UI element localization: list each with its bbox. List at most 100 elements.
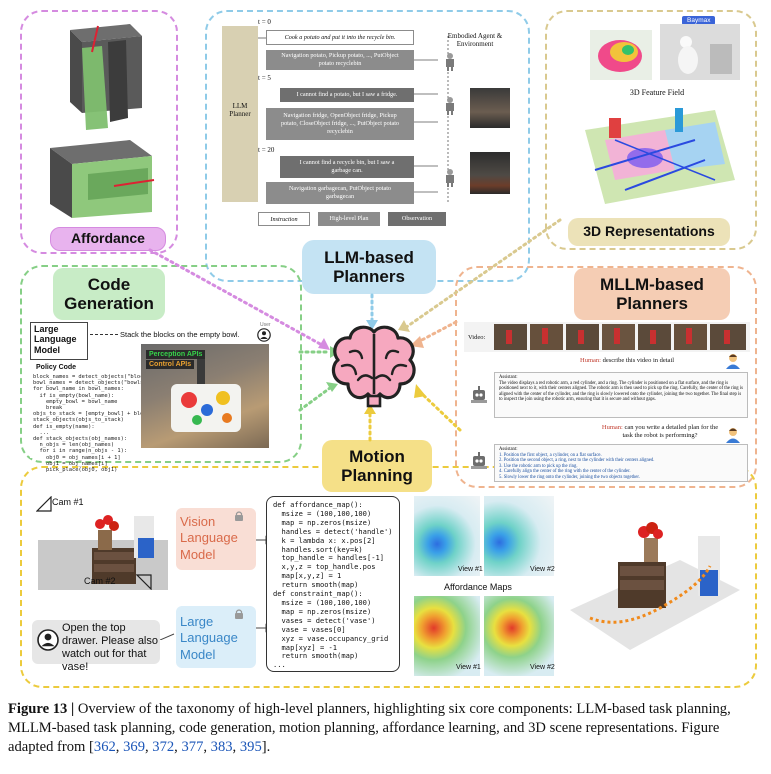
representations-tag: 3D Representations (568, 218, 730, 246)
connector-arrows (148, 218, 562, 442)
timestep-label: t = 0 (258, 18, 271, 26)
scene-photo (38, 515, 168, 590)
caption-lead: Figure 13 | (8, 701, 78, 717)
code-line: stack_objects(objs_to_stack) (33, 417, 124, 424)
human-question-text: describe this video in detail (602, 357, 675, 364)
environment-photo-garbage (470, 152, 510, 194)
perception-api-label: Perception APIs (146, 350, 206, 359)
user-label: User (260, 322, 271, 328)
code-line: handles = detect('handle') (273, 526, 393, 536)
code-line: x,y,z = top_handle.pos (273, 562, 376, 572)
code-line: map[x,y,z] = 1 (273, 571, 342, 581)
assistant-answer-text: The video displays a red robotic arm, a … (499, 380, 743, 403)
code-line: block_names = detect_objects("blocks") (33, 374, 157, 380)
timestep-label: t = 20 (258, 146, 275, 154)
feature-field-scene (585, 108, 735, 204)
affordance-tag: Affordance (50, 227, 166, 251)
llm-model-label-line: Language (34, 334, 77, 345)
citation-link[interactable]: 372 (152, 739, 175, 755)
assistant-answer-2: Assistant: 1. Position the first object,… (494, 444, 748, 482)
mllm-planners-panel (455, 266, 757, 488)
camera-icon (36, 496, 52, 512)
motion-code-block: def affordance_map(): msize = (100,100,1… (266, 496, 400, 672)
plan-box-3: Navigation garbagecan, PutObject potato … (266, 182, 414, 204)
policy-code-label: Policy Code (36, 364, 77, 371)
robot-avatar-icon (471, 452, 487, 469)
code-line: msize = (100,100,100) (273, 597, 372, 607)
video-frames (494, 324, 746, 350)
code-line: map = np.zeros(msize) (273, 606, 372, 616)
vlm-label-line: Language (180, 530, 238, 546)
legend-observation: Observation (388, 212, 446, 226)
user-prompt: Stack the blocks on the empty bowl. (120, 330, 248, 339)
prompt-arrow (90, 334, 118, 335)
code-line: break (33, 405, 63, 412)
citation-link[interactable]: 369 (123, 739, 145, 755)
code-line: def constraint_map(): (273, 589, 363, 599)
code-line: ... (33, 429, 50, 436)
tabletop-objects (171, 358, 241, 432)
code-line: return smooth(map) (273, 580, 359, 590)
citation-link[interactable]: 377 (181, 739, 204, 755)
plan-step: 4. Carefully align the center of the rin… (499, 469, 631, 475)
cam2-label: Cam #2 (84, 576, 116, 586)
view-label: View #2 (530, 664, 555, 671)
legend-instruction: Instruction (258, 212, 310, 226)
llm-label-line: Language (180, 630, 238, 646)
code-line: for bowl_name in bowl_names: (33, 386, 124, 393)
code-line: ... (273, 660, 286, 670)
citation-link[interactable]: 362 (93, 739, 116, 755)
code-line: def is_empty(name): (33, 423, 95, 430)
instruction-box: Cook a potato and put it into the recycl… (266, 30, 414, 45)
code-line: handles.sort(key=k) (273, 544, 363, 554)
robot-icon (446, 53, 454, 71)
code-line: top_handle = handles[-1] (273, 553, 385, 563)
code-line: for i in range(n_objs - 1): (33, 448, 128, 455)
llm-label-line: Model (180, 646, 216, 662)
code-line: empty_bowl = bowl_name (33, 398, 118, 405)
code-line: msize = (100,100,100) (273, 508, 372, 518)
view-label: View #1 (458, 566, 483, 573)
affordance-map-view1-bottom (414, 596, 480, 676)
affordance-map-view2-bottom (484, 596, 554, 676)
user-icon (257, 328, 271, 342)
code-line: pick_place(obj0, obj1) (33, 467, 118, 474)
caption-body: Overview of the taxonomy of high-level p… (8, 701, 731, 755)
robot-avatar-icon (471, 386, 487, 403)
affordance-maps-label: Affordance Maps (444, 582, 512, 592)
caption-end: ]. (261, 739, 271, 755)
code-line: obj0 = obj_names[i + 1] (33, 454, 121, 461)
plan-step: 3. Use the robotic arm to pick up the ri… (499, 463, 578, 469)
llm-model-label: Large Language Model (34, 324, 77, 355)
llm-label: Large Language Model (180, 614, 238, 663)
code-line: def stack_objects(obj_names): (33, 436, 128, 443)
vlm-label: Vision Language Model (180, 514, 238, 563)
view-label: View #1 (456, 664, 481, 671)
agent-label: Embodied Agent & Environment (447, 32, 503, 49)
code-line: return smooth(map) (273, 651, 359, 661)
code-generation-tag: Code Generation (53, 268, 165, 320)
cam1-label: Cam #1 (52, 497, 84, 507)
robot-icon (446, 97, 454, 115)
video-label: Video: (468, 334, 486, 341)
lock-icon (235, 511, 243, 521)
trajectory-scene (570, 522, 740, 650)
affordance-panel (20, 10, 178, 254)
code-line: if is_empty(bowl_name): (33, 392, 115, 399)
representations-panel (545, 10, 757, 250)
plan-step: 2. Position the second object, a ring, n… (499, 458, 655, 464)
legend-plan: High-level Plan (318, 212, 380, 226)
code-line: bowl_names = detect_objects("bowls") (33, 380, 150, 387)
affordance-map-view1-top (414, 496, 480, 576)
vlm-label-line: Vision (180, 514, 216, 529)
human-label: Human: (601, 424, 623, 431)
plan-box-1: Navigation potato, Pickup potato, ..., P… (266, 50, 414, 70)
motion-planning-tag: Motion Planning (322, 440, 432, 492)
human-question-1: Human: describe this video in detail (580, 357, 674, 364)
lock-icon (235, 609, 243, 619)
citation-link[interactable]: 395 (239, 739, 262, 755)
citation-link[interactable]: 383 (210, 739, 233, 755)
mllm-planners-tag: MLLM-based Planners (574, 268, 730, 320)
affordance-map-view2-top (484, 496, 554, 576)
model-to-code-arrows (160, 535, 268, 640)
